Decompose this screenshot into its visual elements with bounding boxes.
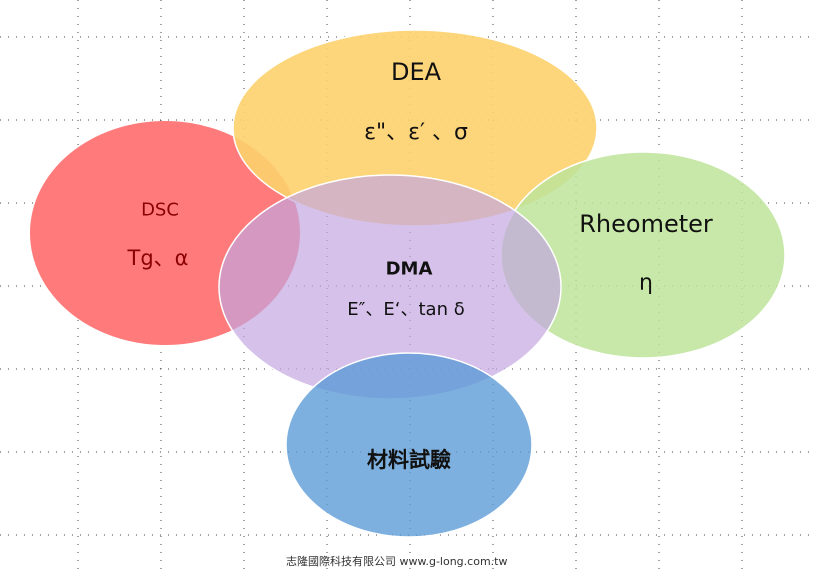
dma-title: DMA: [385, 258, 433, 280]
dea-title: DEA: [390, 58, 442, 86]
rheometer-title: Rheometer: [579, 210, 713, 238]
materials-ellipse: [285, 352, 533, 538]
footer-text: 志隆國際科技有限公司 www.g-long.com.tw: [286, 555, 508, 568]
dsc-params: Tg、α: [127, 246, 189, 270]
materials-title: 材料試驗: [367, 448, 451, 472]
rheometer-params: η: [639, 270, 653, 296]
dea-params: ε"、ε′ 、σ: [364, 120, 468, 145]
dma-params: E″、E‘、tan δ: [347, 299, 465, 320]
dsc-title: DSC: [141, 199, 179, 221]
